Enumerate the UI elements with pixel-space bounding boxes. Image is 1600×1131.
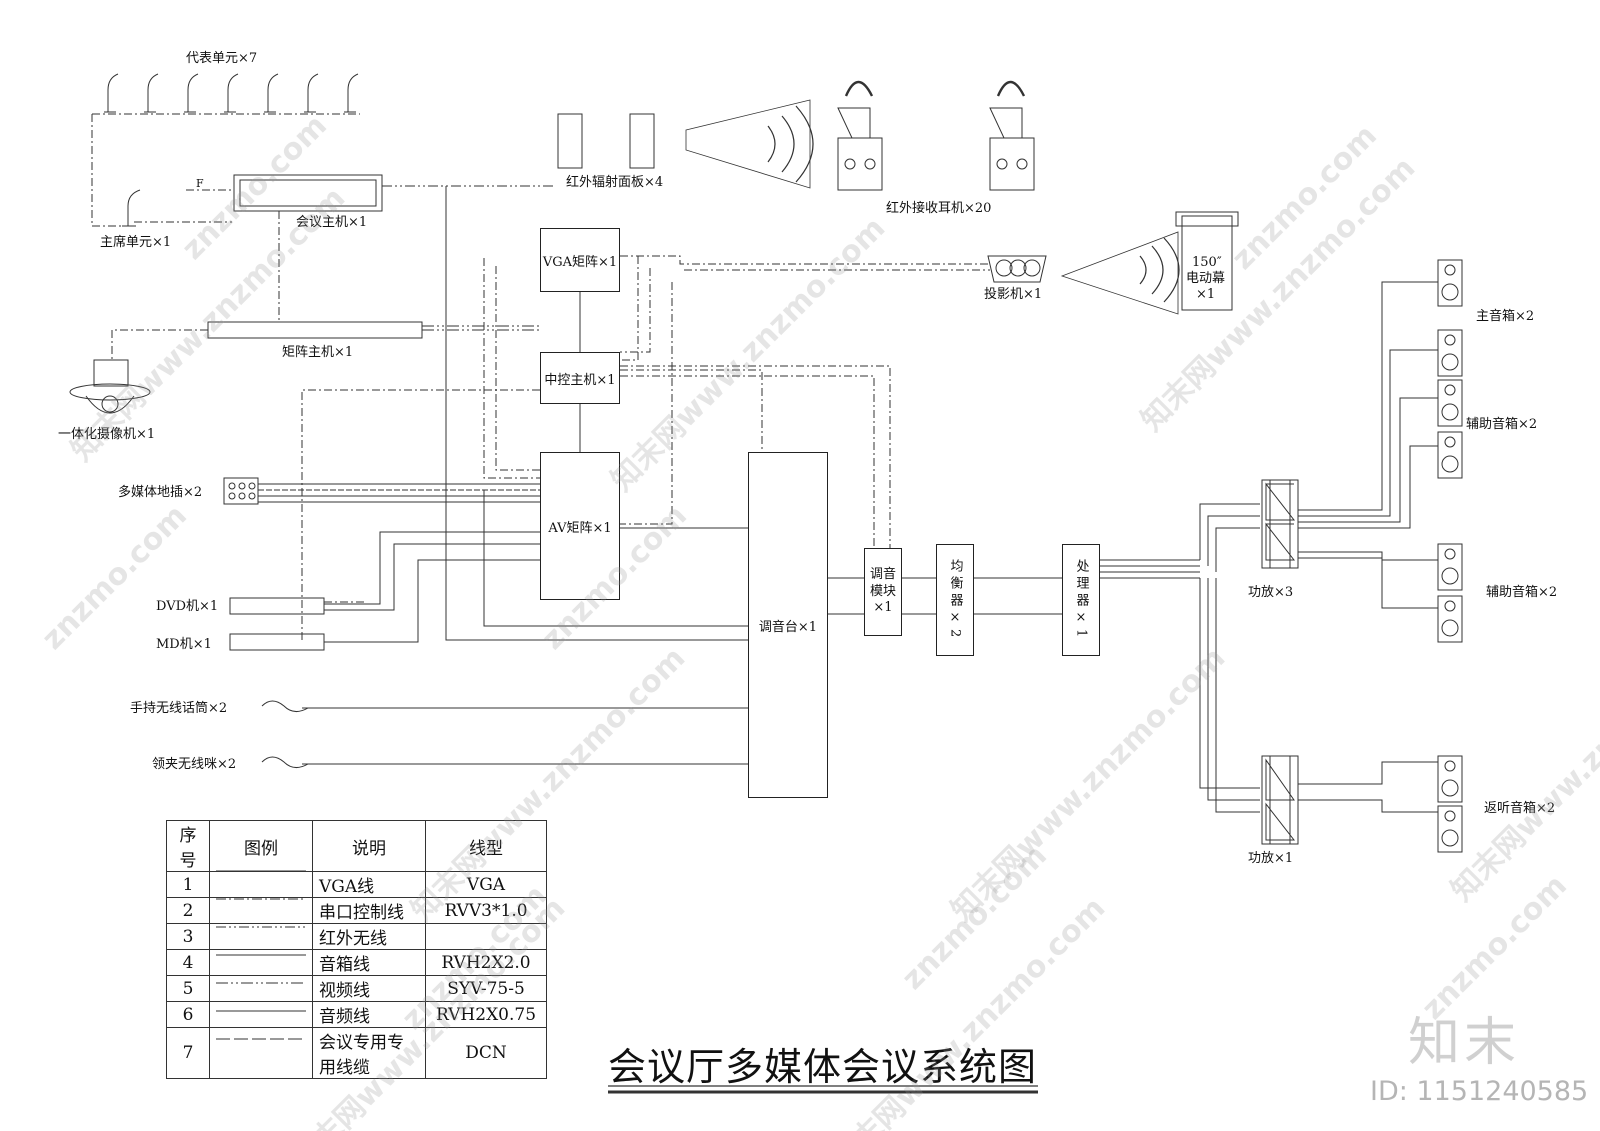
legend-header-desc: 说明 — [312, 820, 426, 872]
projector-icon — [987, 255, 1047, 283]
mixer-box: 调音台×1 — [748, 452, 828, 798]
legend-symbol — [209, 1027, 313, 1079]
legend-symbol — [209, 975, 313, 1002]
legend-header-symbol: 图例 — [209, 820, 313, 872]
screen-qty-label: ×1 — [1196, 287, 1216, 302]
processor-label: 处理器×1 — [1073, 558, 1089, 642]
dvd-unit — [229, 597, 325, 615]
handheld-mic-label: 手持无线话筒×2 — [130, 701, 228, 716]
matrix-host-label: 矩阵主机×1 — [282, 345, 354, 360]
legend-header-type: 线型 — [425, 820, 547, 872]
vga-matrix-box: VGA矩阵×1 — [540, 228, 620, 292]
legend-symbol — [209, 923, 313, 950]
screen-label: 电动幕 — [1186, 271, 1226, 286]
legend-desc: 红外无线 — [312, 923, 426, 950]
camera-icon — [69, 359, 151, 414]
legend-desc: 音箱线 — [312, 949, 426, 976]
conference-host-unit — [233, 174, 383, 212]
legend-type: RVH2X0.75 — [425, 1001, 547, 1028]
amp3-label: 功放×3 — [1248, 585, 1294, 600]
brand-logo: 知末 — [1408, 1013, 1521, 1073]
legend-no: 7 — [166, 1027, 210, 1079]
chairman-unit-label: 主席单元×1 — [100, 235, 172, 250]
aux-speaker-label-1: 辅助音箱×2 — [1466, 417, 1538, 432]
tuning-module-label: 调音模块×1 — [869, 566, 896, 616]
monitor-speaker-label: 返听音箱×2 — [1484, 801, 1556, 816]
legend-no: 1 — [166, 871, 210, 898]
speaker-icons — [1437, 259, 1463, 853]
dvd-label: DVD机×1 — [156, 599, 219, 614]
ir-panel-label: 红外辐射面板×4 — [566, 175, 664, 190]
legend-no: 4 — [166, 949, 210, 976]
screen-icon — [1175, 211, 1239, 311]
legend-header-no: 序号 — [166, 820, 210, 872]
image-id-label: ID: 1151240585 — [1370, 1076, 1589, 1107]
matrix-host-unit — [207, 321, 423, 339]
md-unit — [229, 633, 325, 651]
ir-receiver-label: 红外接收耳机×20 — [886, 201, 992, 216]
floor-socket-unit — [223, 477, 259, 505]
amp1-label: 功放×1 — [1248, 851, 1294, 866]
legend-no: 5 — [166, 975, 210, 1002]
lapel-mic-icon — [261, 756, 309, 768]
central-control-box: 中控主机×1 — [540, 352, 620, 404]
legend-symbol — [209, 897, 313, 924]
equalizer-label: 均衡器×2 — [947, 558, 963, 642]
legend-type: SYV-75-5 — [425, 975, 547, 1002]
legend-type: RVH2X2.0 — [425, 949, 547, 976]
legend-header-row: 序号 图例 说明 线型 — [166, 820, 547, 872]
tuning-module-box: 调音模块×1 — [864, 548, 902, 636]
legend-desc: 串口控制线 — [312, 897, 426, 924]
chairman-mic-icon — [122, 189, 141, 227]
legend-no: 6 — [166, 1001, 210, 1028]
host-mark-label: F — [196, 177, 204, 190]
legend-symbol — [209, 949, 313, 976]
ir-receiver-left — [837, 80, 883, 191]
legend-no: 2 — [166, 897, 210, 924]
delegate-unit-label: 代表单元×7 — [186, 51, 258, 66]
aux-speaker-label-2: 辅助音箱×2 — [1486, 585, 1558, 600]
legend-symbol — [209, 1001, 313, 1028]
legend-no: 3 — [166, 923, 210, 950]
central-control-label: 中控主机×1 — [544, 372, 616, 388]
conference-host-label: 会议主机×1 — [296, 215, 368, 230]
legend-type — [425, 923, 547, 950]
camera-label: 一体化摄像机×1 — [58, 427, 156, 442]
legend-type: VGA — [425, 871, 547, 898]
equalizer-box: 均衡器×2 — [936, 544, 974, 656]
ir-panel-left — [557, 113, 583, 169]
ir-receiver-right — [989, 80, 1035, 191]
vga-matrix-label: VGA矩阵×1 — [542, 254, 618, 270]
amp3-unit — [1261, 479, 1299, 569]
ir-panel-right — [629, 113, 655, 169]
mixer-label: 调音台×1 — [758, 619, 818, 635]
lapel-mic-label: 领夹无线咪×2 — [152, 757, 237, 772]
legend-desc: 会议专用专用线缆 — [312, 1027, 426, 1079]
processor-box: 处理器×1 — [1062, 544, 1100, 656]
projector-label: 投影机×1 — [984, 287, 1043, 302]
delegate-mic-icons — [104, 73, 359, 113]
legend-type: RVV3*1.0 — [425, 897, 547, 924]
md-label: MD机×1 — [156, 637, 212, 652]
screen-size-label: 150″ — [1192, 255, 1222, 270]
av-matrix-box: AV矩阵×1 — [540, 452, 620, 600]
legend-type: DCN — [425, 1027, 547, 1079]
diagram-title: 会议厅多媒体会议系统图 — [608, 1045, 1038, 1089]
handheld-mic-icon — [261, 700, 309, 712]
legend-symbol — [209, 871, 313, 898]
amp1-unit — [1261, 755, 1299, 845]
main-speaker-label: 主音箱×2 — [1476, 309, 1535, 324]
floor-socket-label: 多媒体地插×2 — [118, 485, 203, 500]
av-matrix-label: AV矩阵×1 — [548, 520, 612, 536]
